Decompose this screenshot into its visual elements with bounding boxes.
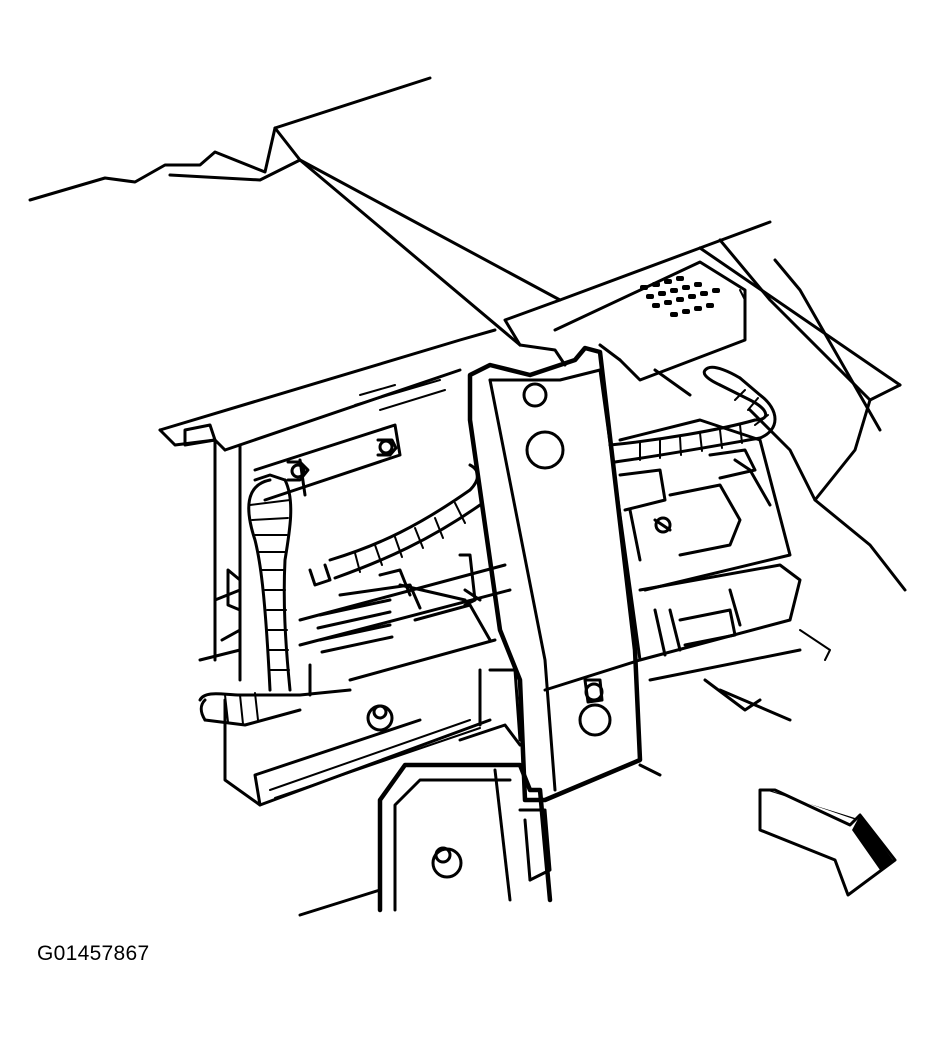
lower-cross-beam [223,563,831,917]
module-housing-upper [553,260,747,382]
left-module-body [158,328,497,682]
lower-bracket-leg [377,762,553,913]
center-connector-bundle [298,553,522,747]
wire-harness-left [198,463,482,727]
fasteners [183,423,398,732]
figure-id-label: G01457867 [37,942,150,965]
right-side-panel [718,238,907,592]
right-connector-module [618,418,792,657]
bolt-2 [378,439,394,455]
wire-harness-right [608,365,777,464]
dashboard-upper-panel [28,76,902,387]
bolt-1 [290,463,306,479]
arrow-forward-icon [758,788,897,897]
center-mounting-bracket [467,345,643,803]
vent-grid [640,276,720,317]
